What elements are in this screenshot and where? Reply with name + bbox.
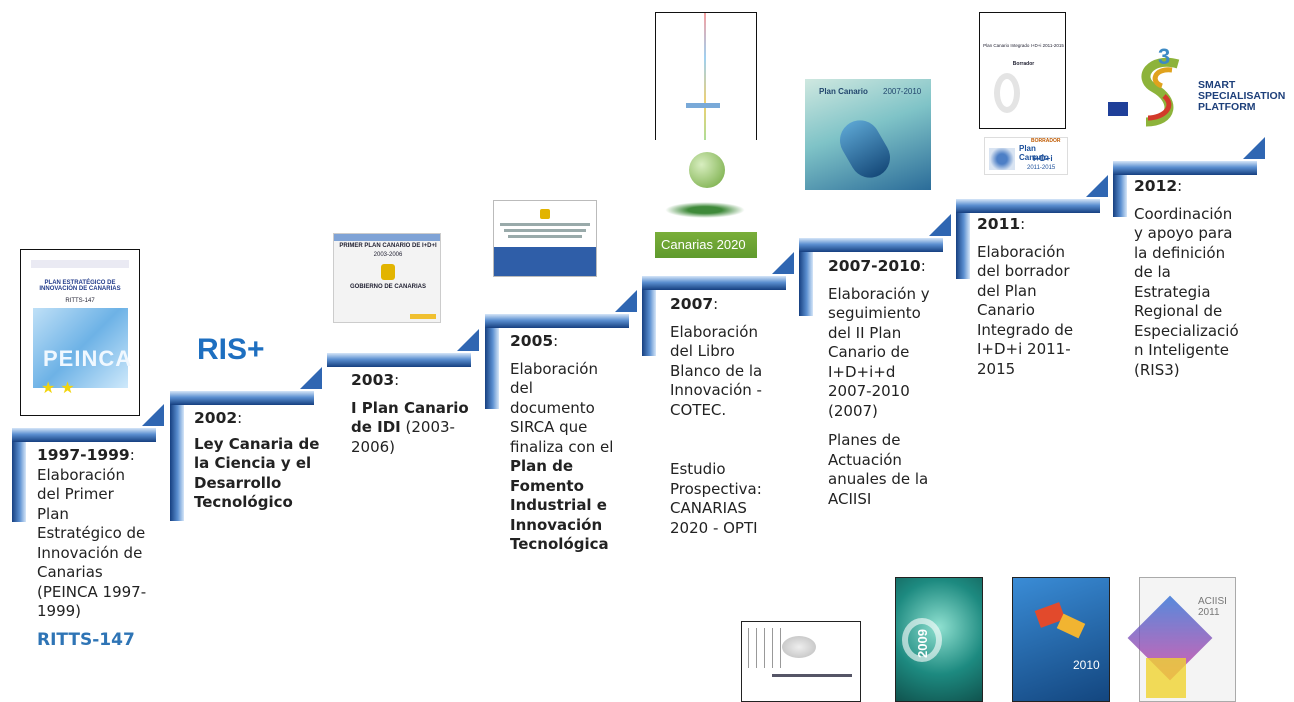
milestone-1997-1999: 1997-1999: Elaboración del Primer Plan E… <box>37 446 172 650</box>
milestone-year: 2005 <box>510 332 554 350</box>
pidi-title: PRIMER PLAN CANARIO DE I+D+I <box>339 243 437 249</box>
timeline-step-arrow <box>799 214 951 316</box>
borrador-badge-idi: I+D+i <box>1033 154 1053 163</box>
report-2009-year: 2009 <box>914 629 930 658</box>
sirca-cover <box>493 200 597 277</box>
milestone-year: 2003 <box>351 371 395 389</box>
report-2010-year: 2010 <box>1073 658 1100 672</box>
borrador-badge-title: Plan Canario <box>1019 144 1049 162</box>
milestone-year: 2002 <box>194 409 238 427</box>
timeline-step-arrow <box>1113 137 1265 217</box>
timeline-step-arrow <box>327 329 479 367</box>
aciisi-2011-title: ACIISI 2011 <box>1198 596 1227 618</box>
eu-flag-icon <box>1108 102 1128 116</box>
plan-2007-2010-title: Plan Canario <box>819 87 868 96</box>
milestone-year: 2007 <box>670 295 714 313</box>
aciisi-2011-cover: ACIISI 2011 <box>1127 577 1236 702</box>
borrador-badge-top: BORRADOR <box>1031 138 1061 144</box>
peinca-stars: ★ ★ <box>41 378 75 397</box>
peinca-logo: PEINCA <box>43 346 133 371</box>
globe-icon <box>689 152 725 188</box>
report-2010-cover: 2010 <box>1012 577 1110 702</box>
borrador-badge: BORRADOR Plan Canario I+D+i 2011-2015 <box>984 137 1068 175</box>
milestone-year: 2011 <box>977 215 1021 233</box>
ritts-label: RITTS-147 <box>37 629 135 650</box>
plan-2007-2010-years: 2007-2010 <box>883 87 922 96</box>
borrador-badge-years: 2011-2015 <box>1027 165 1056 171</box>
peinca-subtitle: RITTS-147 <box>65 298 95 304</box>
crest-icon <box>381 264 395 280</box>
peinca-graphic <box>33 308 128 388</box>
canarias-2020-cover: Canarias 2020 <box>655 140 757 258</box>
timeline-step-arrow <box>642 252 794 356</box>
milestone-year: 2012 <box>1134 177 1178 195</box>
peinca-title: PLAN ESTRATÉGICO DE INNOVACIÓN DE CANARI… <box>39 280 121 292</box>
s3-title: SMART SPECIALISATION PLATFORM <box>1198 79 1286 113</box>
peinca-logos <box>31 260 129 268</box>
s3-platform-logo: 3 SMART SPECIALISATION PLATFORM <box>1108 44 1286 128</box>
milestone-year: 1997-1999 <box>37 446 130 464</box>
report-2008-cover <box>741 621 861 702</box>
s3-swirl-icon <box>1141 57 1180 127</box>
crest-icon <box>540 209 550 219</box>
milestone-2003: 2003: I Plan Canario de IDI (2003- 2006) <box>351 371 469 456</box>
ris-plus-label: RIS+ <box>197 333 265 366</box>
milestone-2007: 2007: Elaboración del Libro Blanco de la… <box>670 295 763 537</box>
milestone-2011: 2011: Elaboración del borrador del Plan … <box>977 215 1074 378</box>
milestone-2012: 2012: Coordinación y apoyo para la defin… <box>1134 177 1239 379</box>
timeline-step-arrow <box>170 367 322 521</box>
pidi-gov: GOBIERNO DE CANARIAS <box>349 284 426 290</box>
borrador-cover: Plan Canario Integrado I+D+i 2011-2015 B… <box>979 12 1066 129</box>
pidi-years: 2003-2006 <box>373 252 403 258</box>
timeline-step-arrow <box>956 175 1108 279</box>
milestone-year: 2007-2010 <box>828 257 921 275</box>
peinca-cover: PLAN ESTRATÉGICO DE INNOVACIÓN DE CANARI… <box>20 249 140 416</box>
timeline-step-arrow <box>12 404 164 522</box>
milestone-2002: 2002: Ley Canaria de la Ciencia y el Des… <box>194 409 320 511</box>
libro-blanco-cover <box>655 12 757 149</box>
report-2009-cover: 2009 <box>895 577 983 702</box>
borrador-title: Plan Canario Integrado I+D+i 2011-2015 <box>983 43 1064 48</box>
pidi-cover: PRIMER PLAN CANARIO DE I+D+I 2003-2006 G… <box>333 233 441 323</box>
borrador-word: Borrador <box>1012 61 1035 67</box>
canarias-2020-label: Canarias 2020 <box>661 237 746 252</box>
timeline-step-arrow <box>485 290 637 409</box>
milestone-2005: 2005: Elaboración del documento SIRCA qu… <box>510 332 614 553</box>
milestone-2007-2010: 2007-2010: Elaboración y seguimiento del… <box>828 257 930 508</box>
plan-2007-2010-cover: Plan Canario 2007-2010 <box>805 79 931 190</box>
s3-digit: 3 <box>1158 44 1171 69</box>
